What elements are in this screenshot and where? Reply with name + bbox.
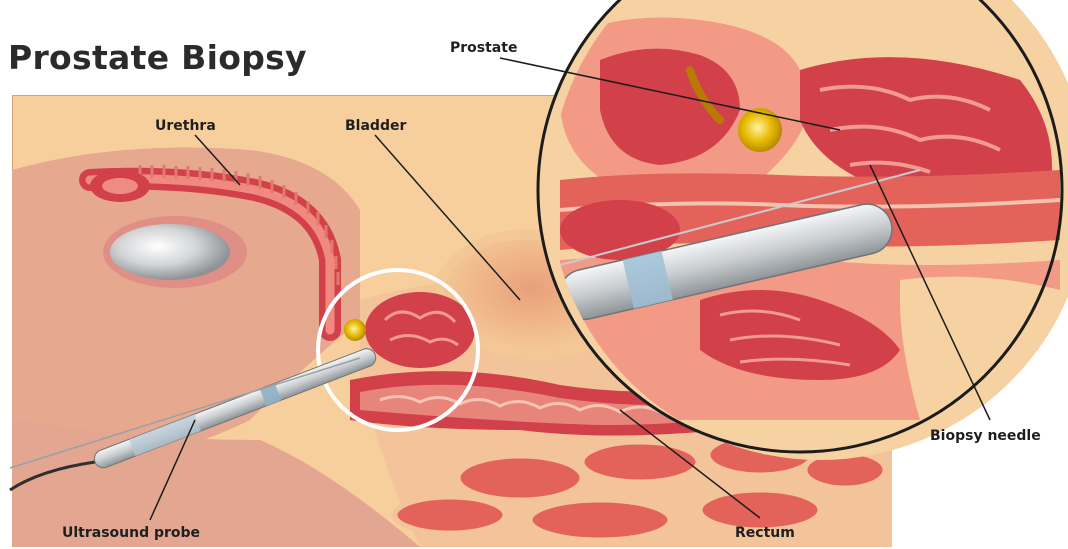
- label-biopsy-needle: Biopsy needle: [930, 428, 1041, 444]
- label-urethra: Urethra: [155, 118, 216, 134]
- label-ultrasound-probe: Ultrasound probe: [62, 525, 200, 541]
- label-prostate: Prostate: [450, 40, 517, 56]
- label-bladder: Bladder: [345, 118, 406, 134]
- label-rectum: Rectum: [735, 525, 795, 541]
